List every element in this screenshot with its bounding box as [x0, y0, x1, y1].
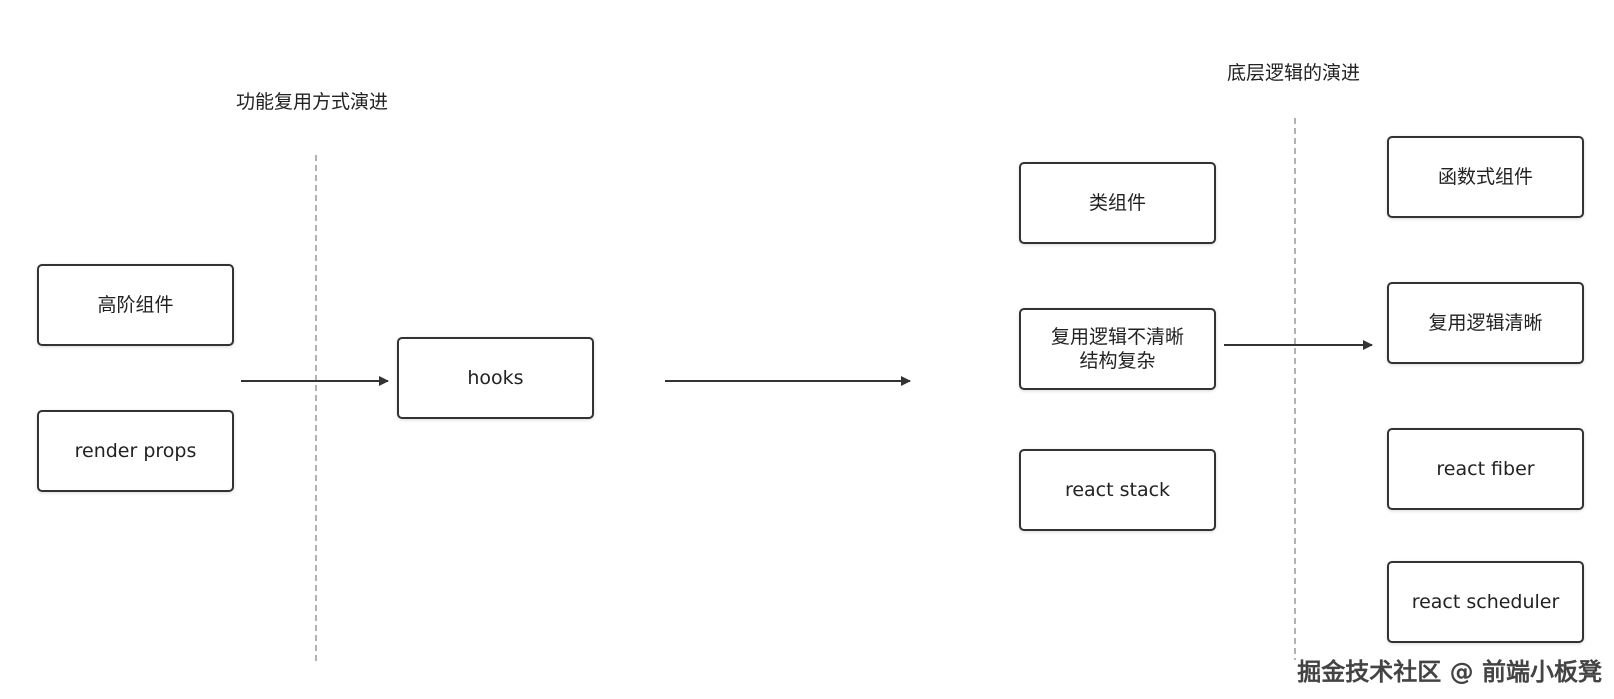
node-label: render props [74, 440, 197, 462]
node-function-component: 函数式组件 [1387, 136, 1584, 218]
right-section-title: 底层逻辑的演进 [1227, 62, 1361, 84]
node-class-component: 类组件 [1019, 162, 1216, 244]
node-react-scheduler: react scheduler [1387, 561, 1584, 643]
watermark: 掘金技术社区 @ 前端小板凳 [1297, 658, 1602, 686]
node-react-fiber: react fiber [1387, 428, 1584, 510]
node-higher-order-component: 高阶组件 [37, 264, 234, 346]
node-label: 函数式组件 [1437, 166, 1533, 188]
node-unclear-reuse-logic: 复用逻辑不清晰 结构复杂 [1019, 308, 1216, 390]
node-render-props: render props [37, 410, 234, 492]
node-label: 类组件 [1088, 192, 1146, 214]
node-label: 复用逻辑清晰 [1428, 312, 1543, 334]
node-label: react stack [1064, 479, 1171, 501]
node-label: 高阶组件 [97, 294, 174, 316]
node-react-stack: react stack [1019, 449, 1216, 531]
node-hooks: hooks [397, 337, 594, 419]
node-label: react scheduler [1411, 591, 1560, 613]
node-label: 复用逻辑不清晰 结构复杂 [1050, 326, 1184, 372]
left-section-title: 功能复用方式演进 [236, 91, 389, 113]
node-label: react fiber [1436, 458, 1535, 480]
node-label: hooks [467, 367, 524, 389]
node-clear-reuse-logic: 复用逻辑清晰 [1387, 282, 1584, 364]
